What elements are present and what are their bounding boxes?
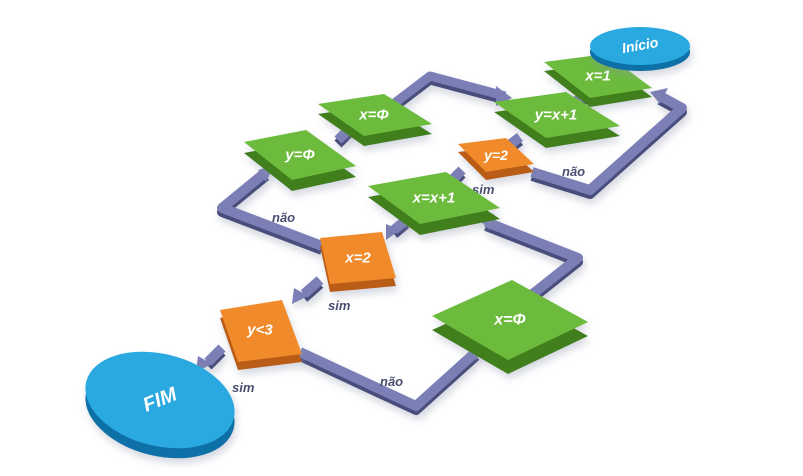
edge-label-x2-no: não — [272, 210, 295, 225]
process-x-eq-x-plus-1: x=x+1 — [368, 172, 500, 235]
process-y-eq-x-plus-1-label: y=x+1 — [534, 107, 578, 124]
process-x-eq-0-right-label: x=Φ — [493, 312, 525, 329]
process-x-eq-1-label: x=1 — [584, 68, 610, 85]
terminal-nodes: Início FIM — [85, 27, 690, 459]
connector-xx1-to-x2 — [386, 216, 410, 240]
edge-label-y3-yes: sim — [232, 380, 255, 395]
decision-nodes: y=2 x=2 y<3 — [220, 138, 534, 370]
connector-x0right-to-xx1 — [478, 214, 583, 304]
terminal-start: Início — [590, 27, 690, 71]
process-x-eq-0-top: x=Φ — [318, 94, 432, 146]
terminal-start-label: Início — [621, 34, 660, 56]
connector-x2-yes — [292, 276, 324, 304]
process-x-eq-x-plus-1-label: x=x+1 — [412, 190, 456, 207]
process-nodes: x=1 x=Φ y=x+1 y=Φ x=x+1 x — [244, 54, 652, 374]
process-y-eq-0-label: y=Φ — [284, 147, 315, 164]
decision-x-eq-2-label: x=2 — [344, 250, 371, 267]
process-x-eq-0-right: x=Φ — [432, 280, 588, 374]
decision-y-lt-3: y<3 — [220, 300, 302, 370]
edge-label-x2-yes: sim — [328, 298, 351, 313]
decision-y-lt-3-label: y<3 — [246, 322, 273, 339]
process-x-eq-1: x=1 — [544, 54, 652, 107]
process-y-eq-x-plus-1: y=x+1 — [494, 92, 620, 148]
decision-y-eq-2-label: y=2 — [483, 147, 508, 163]
process-y-eq-0: y=Φ — [244, 130, 356, 191]
decision-x-eq-2: x=2 — [320, 232, 396, 292]
decision-y-eq-2: y=2 — [458, 138, 534, 180]
connector-x0top-to-yx1 — [385, 71, 512, 116]
edge-label-y2-no: não — [562, 164, 585, 179]
connector-y2-no-loop — [530, 88, 687, 199]
terminal-end: FIM — [85, 351, 235, 459]
edge-labels: sim não não sim não sim — [232, 164, 585, 395]
edge-label-y3-no: não — [380, 374, 403, 389]
process-x-eq-0-top-label: x=Φ — [358, 107, 389, 124]
